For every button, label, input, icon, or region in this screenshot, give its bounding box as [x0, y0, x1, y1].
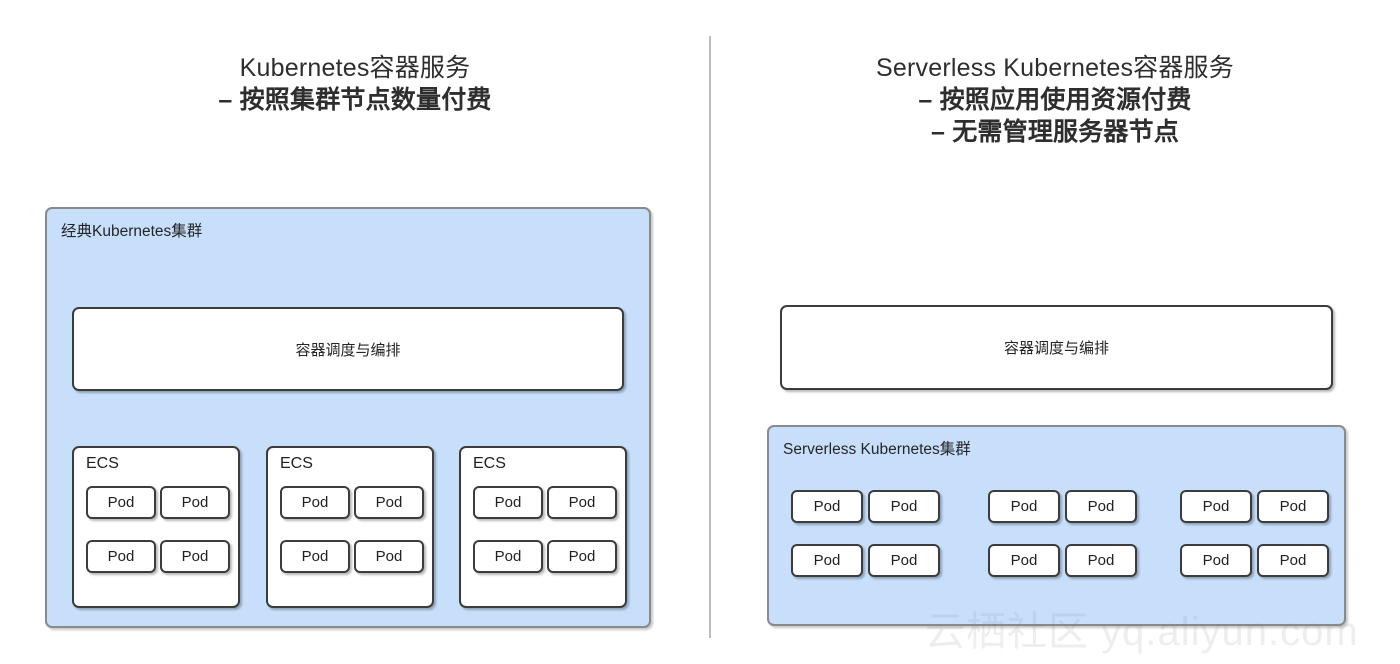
pod: Pod [354, 486, 424, 519]
pod: Pod [1065, 490, 1137, 523]
ecs-node-3: ECS Pod Pod Pod Pod [459, 446, 627, 608]
pod: Pod [1180, 490, 1252, 523]
serverless-cluster-label: Serverless Kubernetes集群 [783, 441, 971, 458]
ecs-node-2: ECS Pod Pod Pod Pod [266, 446, 434, 608]
right-title-line-2: – 按照应用使用资源付费 [918, 86, 1192, 114]
panel-divider [709, 36, 711, 638]
pod: Pod [86, 486, 156, 519]
pod: Pod [547, 486, 617, 519]
pod: Pod [547, 540, 617, 573]
pod: Pod [868, 544, 940, 577]
pod: Pod [791, 544, 863, 577]
serverless-pod-group-1: Pod Pod Pod Pod [791, 490, 940, 577]
right-panel-title: Serverless Kubernetes容器服务 – 按照应用使用资源付费 –… [730, 52, 1380, 148]
pod: Pod [160, 540, 230, 573]
pod: Pod [280, 540, 350, 573]
pod: Pod [473, 486, 543, 519]
pod: Pod [1257, 544, 1329, 577]
left-orchestration-label: 容器调度与编排 [295, 341, 401, 359]
pod: Pod [280, 486, 350, 519]
left-panel-title: Kubernetes容器服务 – 按照集群节点数量付费 [40, 52, 670, 116]
left-orchestration-box: 容器调度与编排 [72, 307, 624, 391]
ecs-node-1: ECS Pod Pod Pod Pod [72, 446, 240, 608]
serverless-pod-group-3: Pod Pod Pod Pod [1180, 490, 1329, 577]
pod: Pod [1065, 544, 1137, 577]
pod: Pod [988, 544, 1060, 577]
right-orchestration-box: 容器调度与编排 [780, 305, 1333, 390]
left-title-line-2: – 按照集群节点数量付费 [218, 86, 492, 114]
left-title-line-1: Kubernetes容器服务 [239, 54, 471, 82]
right-panel: Serverless Kubernetes容器服务 – 按照应用使用资源付费 –… [710, 0, 1400, 664]
classic-cluster-label: 经典Kubernetes集群 [61, 223, 203, 240]
right-title-line-3: – 无需管理服务器节点 [930, 118, 1180, 146]
right-orchestration-label: 容器调度与编排 [1003, 340, 1109, 357]
pod: Pod [473, 540, 543, 573]
left-panel: Kubernetes容器服务 – 按照集群节点数量付费 经典Kubernetes… [40, 52, 670, 628]
serverless-pod-group-2: Pod Pod Pod Pod [988, 490, 1137, 577]
pod: Pod [1257, 490, 1329, 523]
pod: Pod [988, 490, 1060, 523]
pod: Pod [354, 540, 424, 573]
pod: Pod [160, 486, 230, 519]
ecs-node-3-pod-grid: Pod Pod Pod Pod [473, 486, 617, 573]
ecs-node-1-label: ECS [86, 455, 119, 472]
ecs-node-2-pod-grid: Pod Pod Pod Pod [280, 486, 424, 573]
ecs-node-3-label: ECS [473, 455, 506, 472]
pod: Pod [868, 490, 940, 523]
serverless-kubernetes-cluster-box: Serverless Kubernetes集群 Pod Pod Pod Pod … [767, 425, 1346, 626]
pod: Pod [791, 490, 863, 523]
ecs-node-1-pod-grid: Pod Pod Pod Pod [86, 486, 230, 573]
right-title-line-1: Serverless Kubernetes容器服务 [876, 54, 1234, 82]
pod: Pod [86, 540, 156, 573]
pod: Pod [1180, 544, 1252, 577]
ecs-node-2-label: ECS [280, 455, 313, 472]
